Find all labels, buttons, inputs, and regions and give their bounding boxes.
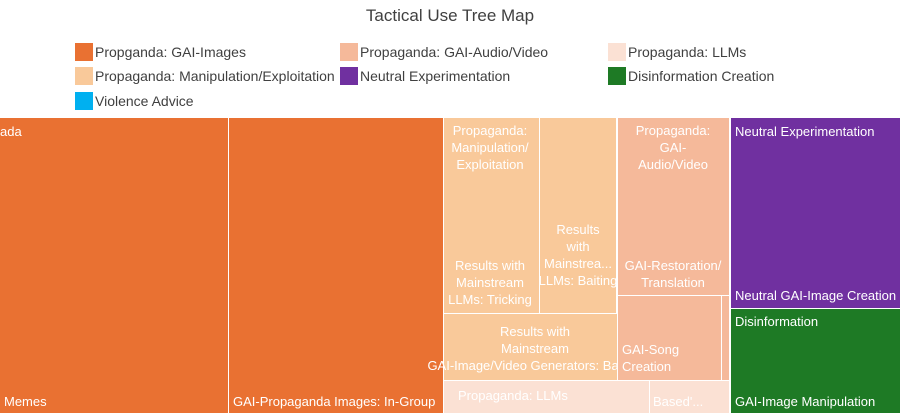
treemap-cell-label: Propaganda: LLMs (458, 388, 568, 403)
treemap-group-label: Propaganda: (453, 123, 527, 138)
treemap-group-label: GAI- (660, 140, 687, 155)
legend-item: Neutral Experimentation (340, 66, 510, 86)
treemap-cell-label: GAI-Image/Video Generators: Baiting (427, 358, 642, 373)
treemap-cell (618, 118, 729, 295)
treemap-cell (650, 381, 729, 413)
legend-label: Propganda: GAI-Images (95, 44, 246, 60)
treemap-cell (722, 296, 729, 380)
legend-item: Propaganda: GAI-Audio/Video (340, 42, 548, 62)
legend-swatch (608, 67, 626, 85)
treemap-group-label: Neutral Experimentation (735, 124, 874, 139)
treemap-cell-label: Memes (4, 394, 47, 409)
treemap-cell-label: Translation (641, 275, 705, 290)
treemap-cell (540, 118, 616, 313)
treemap-group-label: Manipulation/ (451, 140, 529, 155)
legend-label: Propaganda: LLMs (628, 44, 747, 60)
legend-item: Propaganda: LLMs (608, 42, 746, 62)
legend-swatch (608, 43, 626, 61)
treemap-cell-label: Results with (500, 324, 570, 339)
legend-item: Propganda: GAI-Images (75, 42, 246, 62)
treemap-cell (618, 296, 721, 380)
treemap-cell-label: LLMs: Baiting (539, 273, 618, 288)
treemap-cell-label: GAI-Restoration/ (625, 258, 722, 273)
legend-item: Propaganda: Manipulation/Exploitation (75, 66, 335, 86)
treemap-cell-label: Results with (455, 258, 525, 273)
treemap-group-label: Exploitation (456, 157, 523, 172)
treemap-cell (444, 314, 617, 380)
legend-label: Propaganda: Manipulation/Exploitation (95, 68, 335, 84)
treemap-cell (731, 118, 900, 308)
treemap-cell-label: GAI-Song (622, 342, 679, 357)
treemap-cell-label: Creation (622, 359, 671, 374)
treemap-cell-label: Neutral GAI-Image Creation (735, 288, 896, 303)
treemap-cell-label: Based'... (653, 394, 703, 409)
treemap-cell-label: Results (556, 222, 600, 237)
treemap-cell-label: Mainstream (501, 341, 569, 356)
legend-swatch (75, 67, 93, 85)
treemap-cell-label: LLMs: Tricking (448, 292, 532, 307)
legend-label: Disinformation Creation (628, 68, 775, 84)
legend-label: Neutral Experimentation (360, 68, 511, 84)
treemap-group-label: Propaganda: (636, 123, 710, 138)
chart-legend: Propganda: GAI-Images Propaganda: GAI-Aud… (0, 0, 900, 116)
treemap-cell-label: with (565, 239, 589, 254)
legend-swatch (340, 67, 358, 85)
treemap-cell (229, 118, 443, 413)
treemap-cell (444, 381, 649, 413)
treemap-cell-label: GAI-Propaganda Images: In-Group (233, 394, 435, 409)
treemap-group-label: Disinformation (735, 314, 818, 329)
legend-swatch (340, 43, 358, 61)
legend-label: Propaganda: GAI-Audio/Video (360, 44, 549, 60)
legend-swatch (75, 92, 93, 110)
treemap-cell-label: Mainstrea... (544, 256, 612, 271)
treemap-cell (444, 118, 539, 313)
chart-title: Tactical Use Tree Map (365, 6, 535, 25)
treemap-cell-label: Mainstream (456, 275, 524, 290)
treemap-cell-label: GAI-Image Manipulation (735, 394, 875, 409)
treemap-cell (731, 309, 900, 413)
treemap-cell (0, 118, 228, 413)
treemap-group-label: Audio/Video (638, 157, 708, 172)
legend-item: Violence Advice (75, 91, 194, 111)
legend-label: Violence Advice (95, 93, 194, 109)
treemap-group-label: ada (0, 124, 22, 139)
legend-swatch (75, 43, 93, 61)
legend-item: Disinformation Creation (608, 66, 774, 86)
